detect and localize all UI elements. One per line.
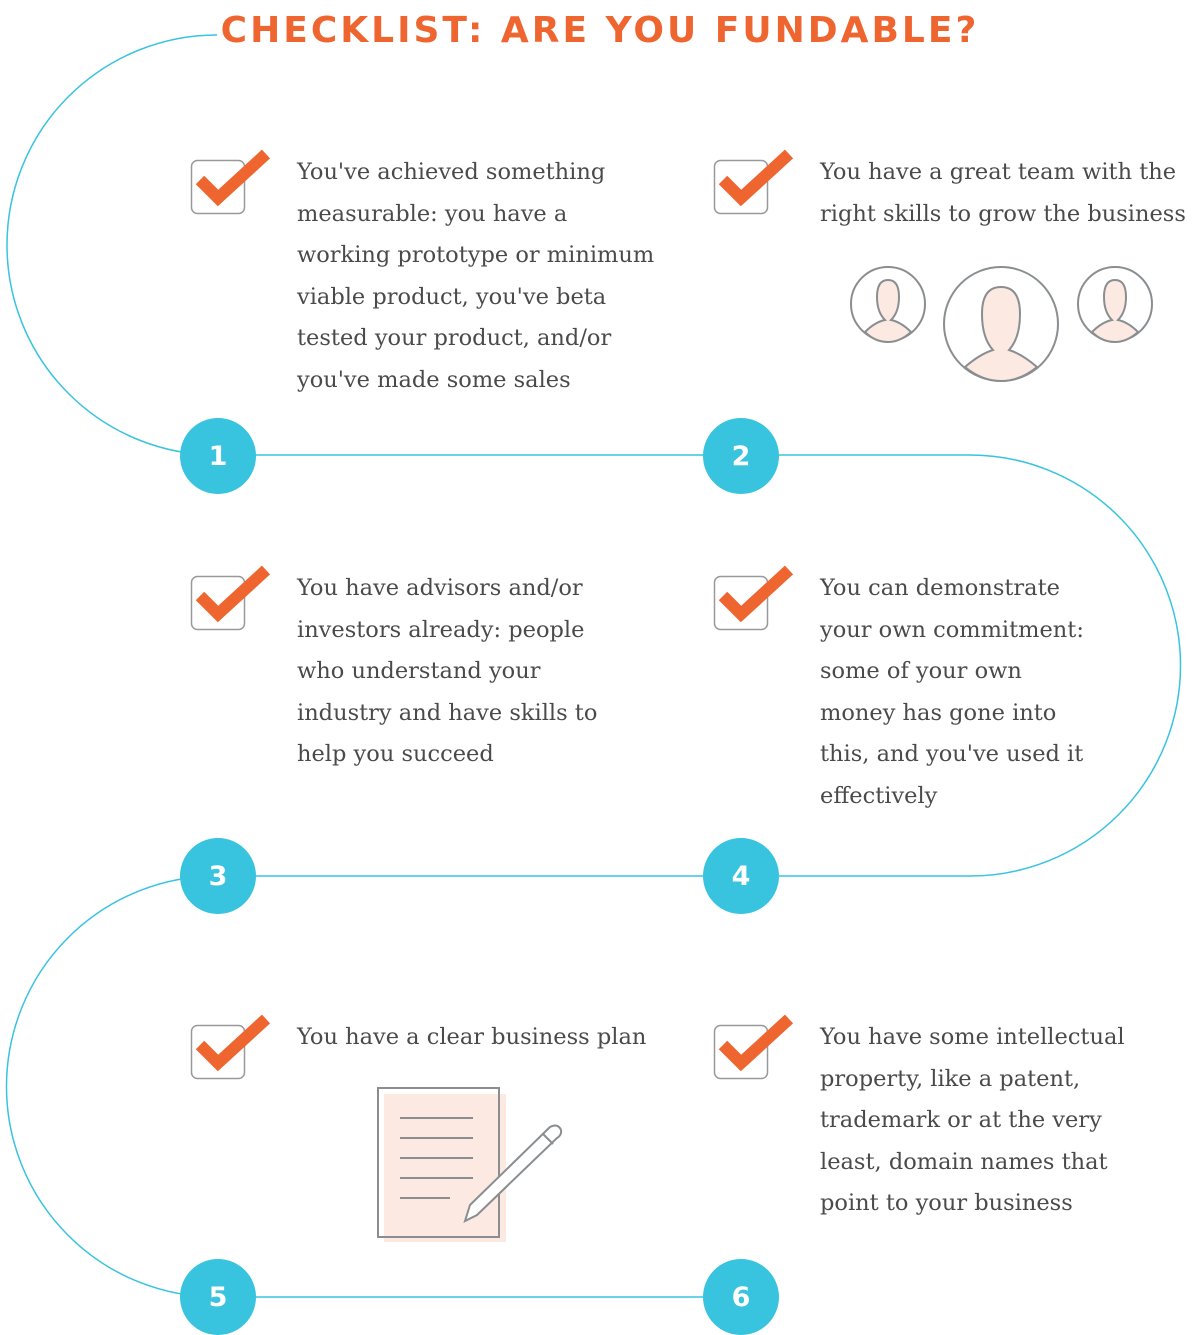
checkbox-checked-icon [190,565,271,631]
item-text-2: You have a great team with the right ski… [820,159,1186,227]
checkbox-checked-icon [713,149,794,215]
checkbox-checked-icon [713,565,794,631]
item-text-3: You have advisors and/or investors alrea… [297,575,598,768]
page-title: CHECKLIST: ARE YOU FUNDABLE? [220,10,980,51]
item-text-6: You have some intellectual property, lik… [820,1024,1125,1217]
step-number-2: 2 [703,418,779,494]
team-avatars-icon [850,266,1153,383]
checkbox-checked-icon [713,1014,794,1080]
step-number-1: 1 [180,418,256,494]
step-number-5: 5 [180,1259,256,1335]
item-text-1: You've achieved something measurable: yo… [297,159,655,393]
checkbox-checked-icon [190,1014,271,1080]
step-number-6: 6 [703,1259,779,1335]
step-number-3: 3 [180,838,256,914]
step-number-4: 4 [703,838,779,914]
item-text-4: You can demonstrate your own commitment:… [820,575,1084,809]
checkbox-checked-icon [190,149,271,215]
item-text-5: You have a clear business plan [297,1024,647,1050]
document-pencil-icon [377,1087,563,1242]
